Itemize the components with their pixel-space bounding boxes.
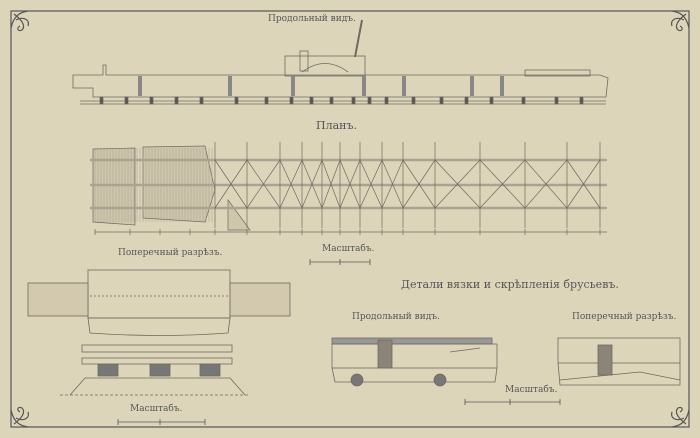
cross-section-title: Поперечный разрѣзъ. <box>118 248 223 258</box>
details-cross-section-view <box>557 337 681 386</box>
bulkhead <box>470 76 474 96</box>
truss-brace <box>434 159 481 209</box>
support-post <box>329 96 334 105</box>
corner-ornament-icon <box>671 10 690 32</box>
details-cross-section-title: Поперечный разрѣзъ. <box>572 312 677 322</box>
support-post <box>464 96 469 105</box>
support-post <box>289 96 294 105</box>
support-post <box>149 96 154 105</box>
support-post <box>489 96 494 105</box>
bulkhead <box>402 76 406 96</box>
support-post <box>234 96 239 105</box>
plan-view <box>90 142 607 235</box>
truss-brace <box>566 159 601 209</box>
truss-brace <box>321 159 341 209</box>
truss-brace <box>214 159 248 209</box>
truss-brace <box>246 159 281 209</box>
cross-section-view <box>27 269 291 396</box>
plan-scale-bar <box>309 259 371 265</box>
corner-ornament-icon <box>10 406 29 428</box>
support-post <box>199 96 204 105</box>
support-post <box>579 96 584 105</box>
longitudinal-elevation <box>72 19 609 105</box>
corner-ornament-icon <box>671 406 690 428</box>
cross-section-scale-bar <box>117 419 206 425</box>
truss-brace <box>279 159 303 209</box>
cross-section-scale-label: Масштабъ. <box>130 404 183 414</box>
support-post <box>411 96 416 105</box>
truss-brace <box>359 159 383 209</box>
details-title: Детали вязки и скрѣпленія брусьевъ. <box>401 278 619 291</box>
support-post <box>521 96 526 105</box>
support-post <box>384 96 389 105</box>
details-scale-label: Масштабъ. <box>505 385 558 395</box>
support-post <box>99 96 104 105</box>
plan-scale-label: Масштабъ. <box>322 244 375 254</box>
details-longitudinal-title: Продольный видъ. <box>352 312 440 322</box>
details-longitudinal-view <box>331 337 498 387</box>
support-post <box>351 96 356 105</box>
truss-brace <box>381 159 404 209</box>
support-post <box>554 96 559 105</box>
support-post <box>367 96 372 105</box>
bulkhead <box>138 76 142 96</box>
truss-brace <box>479 159 526 209</box>
support-post <box>264 96 269 105</box>
truss-brace <box>301 159 323 209</box>
longitudinal-view-title: Продольный видъ. <box>268 14 356 24</box>
bulkhead <box>362 76 366 96</box>
truss-brace <box>524 159 568 209</box>
bulkhead <box>228 76 232 96</box>
plan-title: Планъ. <box>316 119 357 132</box>
bulkhead <box>291 76 295 96</box>
support-post <box>124 96 129 105</box>
support-post <box>439 96 444 105</box>
details-scale-bar <box>464 399 561 405</box>
truss-brace <box>339 159 361 209</box>
truss-brace <box>402 159 436 209</box>
support-post <box>309 96 314 105</box>
corner-ornament-icon <box>10 10 29 32</box>
support-post <box>174 96 179 105</box>
border-frame <box>10 10 690 428</box>
bulkhead <box>500 76 504 96</box>
